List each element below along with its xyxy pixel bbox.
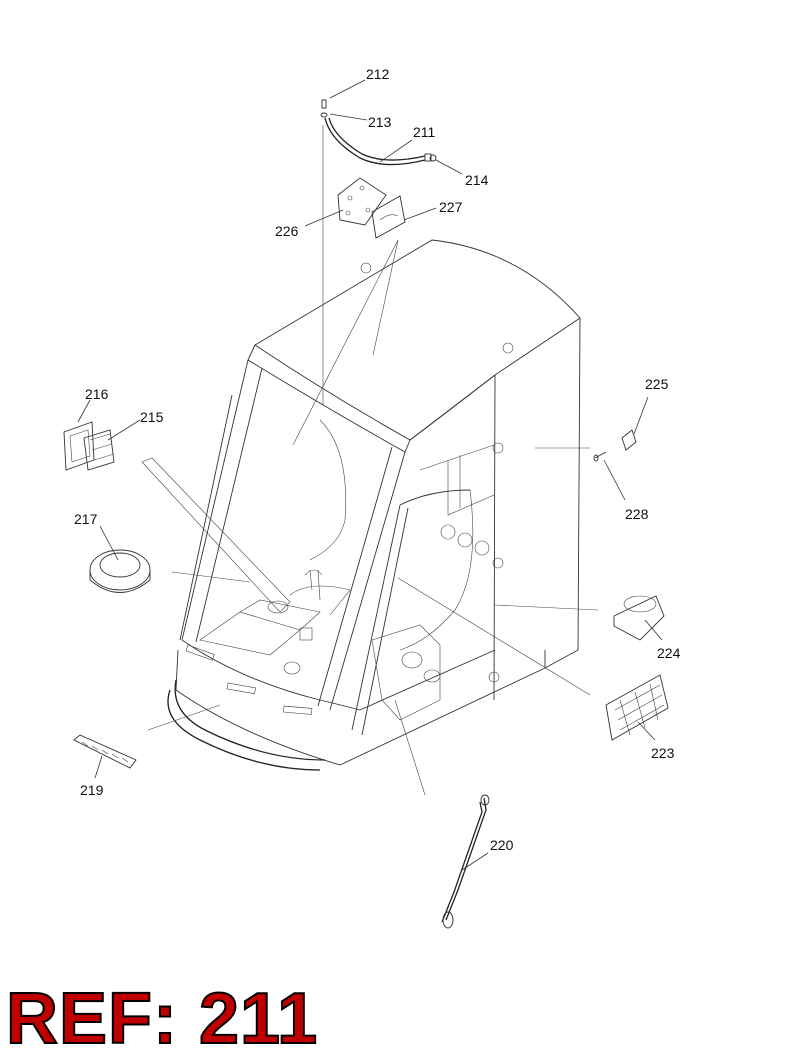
part-label-214: 214 [465, 172, 489, 188]
part-label-225: 225 [645, 376, 669, 392]
part-label-212: 212 [366, 66, 390, 82]
cab-body [141, 125, 599, 796]
part-219-grille [73, 734, 137, 769]
part-label-224: 224 [657, 645, 681, 661]
part-225-clip [621, 429, 637, 451]
part-label-219: 219 [80, 782, 104, 798]
part-label-226: 226 [275, 223, 299, 239]
leader-lines [77, 79, 663, 871]
part-label-220: 220 [490, 837, 514, 853]
part-212-213-screw [320, 99, 328, 118]
part-label-227: 227 [439, 199, 463, 215]
part-label-215: 215 [140, 409, 164, 425]
part-label-223: 223 [651, 745, 675, 761]
part-label-213: 213 [368, 114, 392, 130]
part-label-216: 216 [85, 386, 109, 402]
part-label-211: 211 [413, 124, 436, 140]
part-label-217: 217 [74, 511, 98, 527]
reference-label: REF: 211 [5, 979, 319, 1059]
part-228-pin [593, 451, 607, 462]
part-labels: 212 213 211 214 226 227 216 215 225 228 … [74, 66, 681, 853]
part-226-plate [337, 177, 387, 226]
part-227-bracket [371, 195, 406, 239]
part-211-hose [324, 117, 437, 166]
part-220-rod [441, 794, 490, 929]
part-216-frame [63, 421, 95, 471]
part-217-grommet [89, 549, 151, 593]
part-label-228: 228 [625, 506, 649, 522]
part-223-grille [605, 674, 669, 741]
part-215-vent [83, 429, 115, 471]
